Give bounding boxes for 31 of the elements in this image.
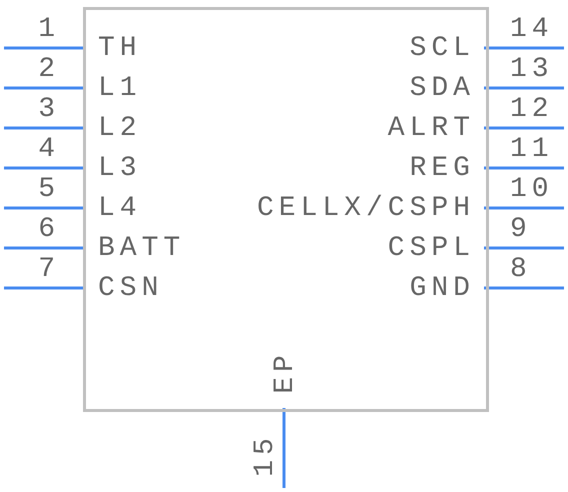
pin-number: 11 bbox=[510, 136, 554, 164]
pin-number: 4 bbox=[38, 136, 60, 164]
pin-name: L1 bbox=[98, 75, 142, 103]
pin-name: L4 bbox=[98, 195, 142, 223]
pin-number: 9 bbox=[510, 216, 532, 244]
pin-name: TH bbox=[98, 35, 142, 63]
chip-body bbox=[82, 6, 488, 412]
pin-number: 1 bbox=[38, 16, 60, 44]
pin-number: 15 bbox=[252, 433, 280, 477]
pin-number: 5 bbox=[38, 176, 60, 204]
pin-name: CSPL bbox=[388, 235, 475, 263]
pin-name: L2 bbox=[98, 115, 142, 143]
pin-number: 14 bbox=[510, 16, 554, 44]
pin-name: CSN bbox=[98, 275, 164, 303]
pin-name: SCL bbox=[410, 35, 475, 63]
pin-number: 3 bbox=[38, 96, 60, 124]
pin-name: GND bbox=[410, 275, 475, 303]
pin-name: CELLX/CSPH bbox=[256, 195, 475, 223]
pin-name: L3 bbox=[98, 155, 142, 183]
pin-number: 10 bbox=[510, 176, 554, 204]
pin-name: REG bbox=[410, 155, 475, 183]
pin-number: 6 bbox=[38, 216, 60, 244]
pin-number: 8 bbox=[510, 256, 532, 284]
pin-name: BATT bbox=[98, 235, 186, 263]
pin-number: 13 bbox=[510, 56, 554, 84]
pin-name: EP bbox=[272, 350, 300, 394]
pin-number: 12 bbox=[510, 96, 554, 124]
pin-number: 7 bbox=[38, 256, 60, 284]
pin-number: 2 bbox=[38, 56, 60, 84]
pin-name: ALRT bbox=[388, 115, 475, 143]
pin-name: SDA bbox=[410, 75, 475, 103]
